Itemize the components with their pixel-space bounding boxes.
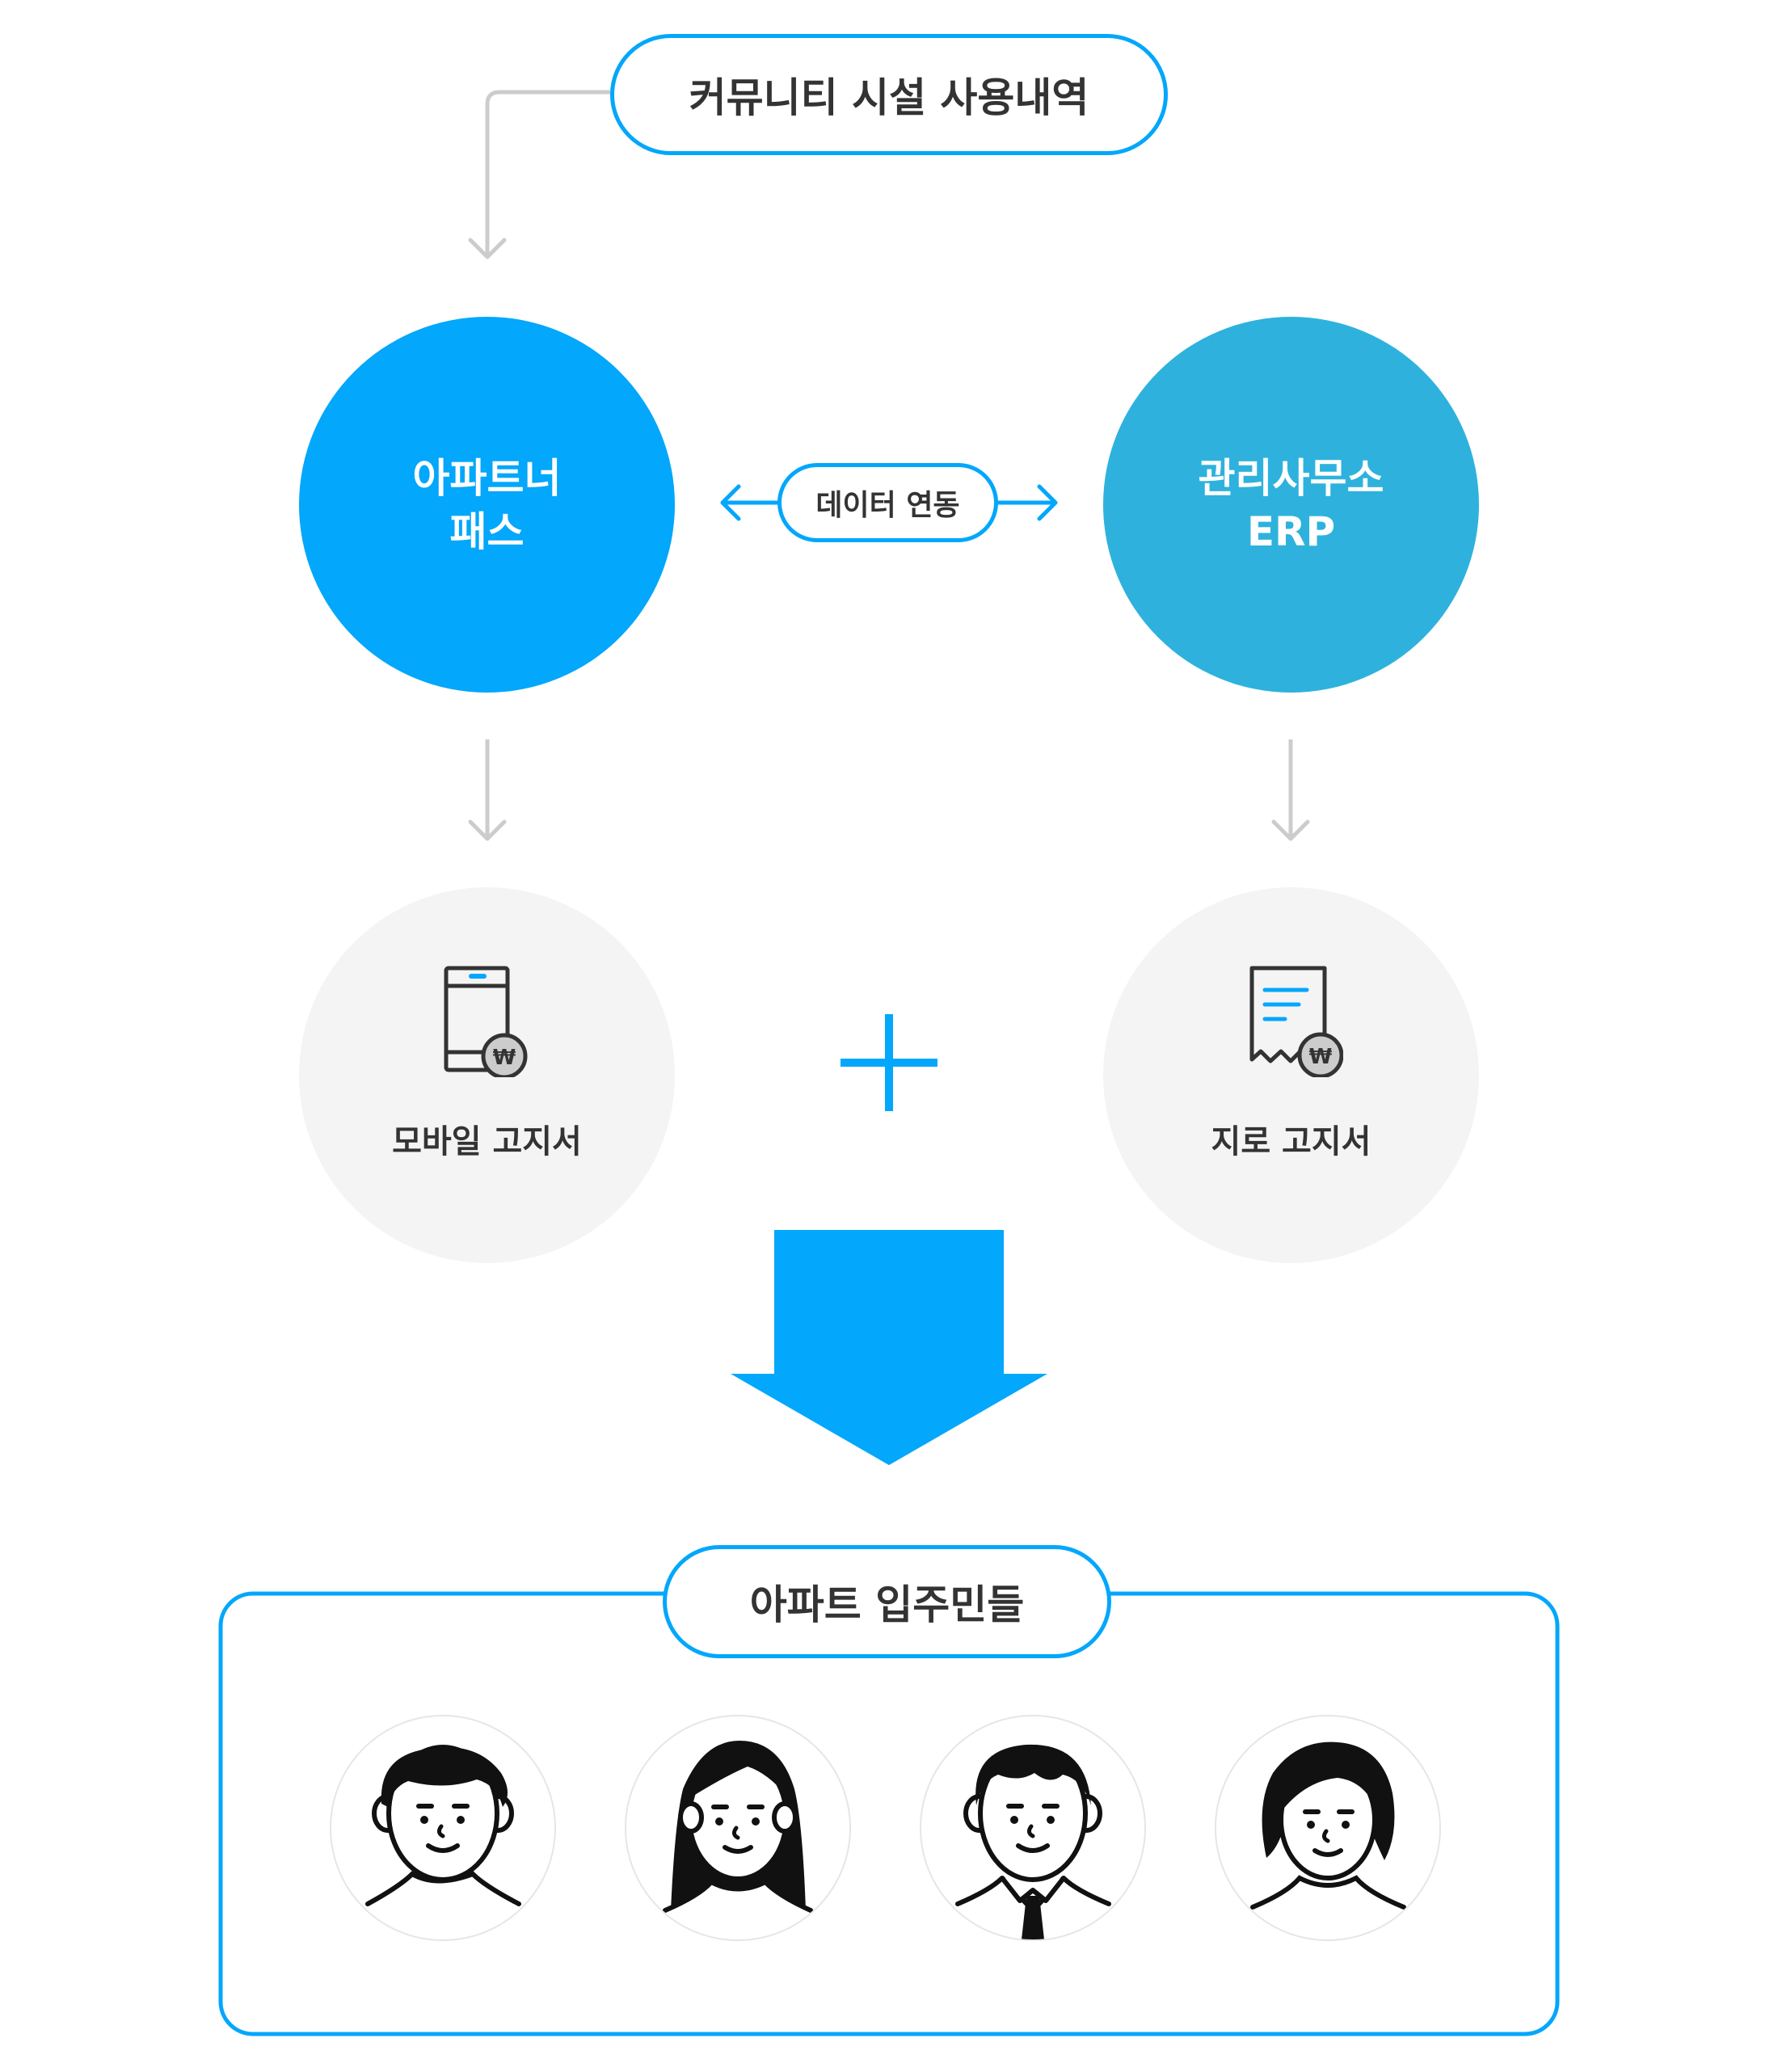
management-office-line2: ERP <box>1246 507 1336 555</box>
resident-man-suit-avatar <box>920 1715 1146 1941</box>
sync-arrowhead-left <box>720 484 741 521</box>
giro-receipt-icon: ₩ <box>1249 966 1343 1077</box>
apartner-pass-line2: 패스 <box>449 507 525 555</box>
management-office-line1: 관리사무소 <box>1198 454 1384 502</box>
svg-text:₩: ₩ <box>1309 1045 1333 1069</box>
mobile-bill-icon: ₩ <box>444 966 528 1077</box>
residents-pill: 아파트 입주민들 <box>663 1545 1111 1658</box>
apartner-pass-line1: 아파트너 <box>412 454 562 502</box>
svg-text:₩: ₩ <box>493 1046 516 1070</box>
management-office-erp-node: 관리사무소 ERP <box>1103 317 1479 693</box>
resident-bob-hair-woman-avatar <box>1215 1715 1441 1941</box>
resident-bob-hair-woman-icon <box>1250 1741 1406 1910</box>
plus-icon <box>841 1014 937 1111</box>
connector-top-to-left <box>485 90 610 257</box>
apartner-pass-node: 아파트너 패스 <box>299 317 675 693</box>
mobile-bill-label: 모바일 고지서 <box>392 1123 582 1160</box>
resident-man-suit-icon <box>955 1744 1111 1939</box>
resident-man-avatar <box>330 1715 556 1941</box>
resident-man-icon <box>365 1745 521 1906</box>
community-usage-label: 커뮤니티 시설 사용내역 <box>689 74 1089 121</box>
data-sync-pill: 데이터 연동 <box>777 463 998 542</box>
resident-long-hair-woman-icon <box>663 1741 813 1913</box>
resident-long-hair-woman-avatar <box>625 1715 851 1941</box>
giro-bill-label: 지로 고지서 <box>1211 1123 1371 1160</box>
mobile-bill-node: ₩ 모바일 고지서 <box>299 887 675 1263</box>
arrowhead-right-down <box>1271 819 1310 841</box>
arrowhead-left-down <box>468 819 507 841</box>
residents-label: 아파트 입주민들 <box>749 1581 1025 1628</box>
big-down-arrow <box>731 1230 1047 1465</box>
giro-bill-node: ₩ 지로 고지서 <box>1103 887 1479 1263</box>
community-usage-pill: 커뮤니티 시설 사용내역 <box>610 34 1168 155</box>
arrowhead-top-to-left <box>468 238 507 259</box>
data-sync-label: 데이터 연동 <box>815 489 960 522</box>
sync-arrowhead-right <box>1037 484 1058 521</box>
